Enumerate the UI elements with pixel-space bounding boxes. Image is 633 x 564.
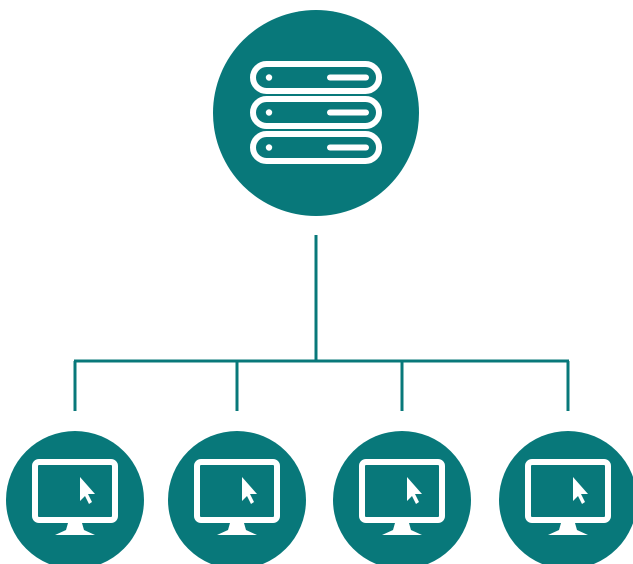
- client-circle: [168, 431, 306, 564]
- client-circle: [333, 431, 471, 564]
- client-circle: [499, 431, 633, 564]
- server-circle: [213, 10, 419, 216]
- desktop-monitor-cursor-icon: [194, 459, 280, 535]
- client-node-3: [333, 431, 471, 564]
- connector-lines: [73, 235, 570, 411]
- client-node-1: [6, 431, 144, 564]
- desktop-monitor-cursor-icon: [32, 459, 118, 535]
- desktop-monitor-cursor-icon: [525, 459, 611, 535]
- server-rack-icon: [250, 61, 382, 164]
- client-nodes: [6, 431, 633, 564]
- client-node-2: [168, 431, 306, 564]
- server-node: [213, 10, 419, 216]
- desktop-monitor-cursor-icon: [359, 459, 445, 535]
- client-node-4: [499, 431, 633, 564]
- client-circle: [6, 431, 144, 564]
